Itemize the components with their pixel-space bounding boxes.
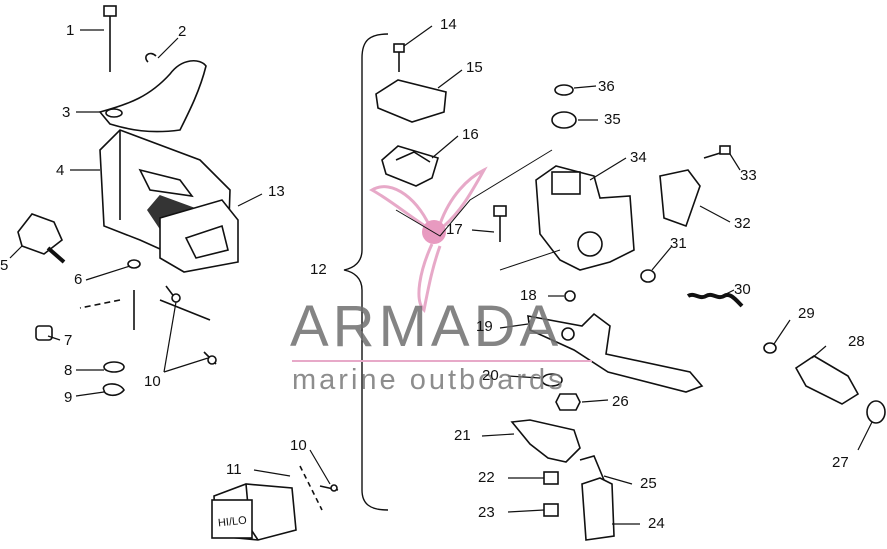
callout-4: 4 xyxy=(56,162,65,179)
callout-9: 9 xyxy=(64,389,73,406)
tag-24 xyxy=(581,477,615,541)
callout-7: 7 xyxy=(64,332,73,349)
callout-10-lower: 10 xyxy=(290,437,307,454)
callout-23: 23 xyxy=(478,504,495,521)
watermark-underline xyxy=(292,360,592,362)
washer-36 xyxy=(554,84,574,96)
callout-13: 13 xyxy=(268,183,285,200)
callout-12: 12 xyxy=(310,261,327,278)
bracket-21 xyxy=(510,419,581,463)
watermark-brand: ARMADA xyxy=(290,294,563,359)
callout-15: 15 xyxy=(466,59,483,76)
callout-22: 22 xyxy=(478,469,495,486)
callout-36: 36 xyxy=(598,78,615,95)
bolt-head-1 xyxy=(103,5,117,17)
callout-26: 26 xyxy=(612,393,629,410)
plug-35 xyxy=(551,111,577,129)
bracket-hole-3 xyxy=(105,108,123,118)
callout-25: 25 xyxy=(640,475,657,492)
callout-11: 11 xyxy=(226,461,242,478)
callout-19: 19 xyxy=(476,318,493,335)
callout-20: 20 xyxy=(482,367,499,384)
callout-8: 8 xyxy=(64,362,73,379)
callout-34: 34 xyxy=(630,149,647,166)
throttle-bracket-group xyxy=(17,5,239,397)
washer-6 xyxy=(127,259,141,269)
callout-16: 16 xyxy=(462,126,479,143)
callout-14: 14 xyxy=(440,16,457,33)
piston-28 xyxy=(794,355,860,405)
hi-lo-switch-11 xyxy=(211,465,339,541)
callout-3: 3 xyxy=(62,104,71,121)
cover-15 xyxy=(375,79,447,123)
callout-31: 31 xyxy=(670,235,687,252)
callout-6: 6 xyxy=(74,271,83,288)
watermark-tagline: marine outboards xyxy=(292,364,566,396)
diaphragm-16 xyxy=(381,145,439,187)
callout-17: 17 xyxy=(446,221,463,238)
callout-35: 35 xyxy=(604,111,621,128)
callout-30: 30 xyxy=(734,281,751,298)
brake-master-cylinder-group xyxy=(375,43,886,541)
callout-2: 2 xyxy=(178,23,187,40)
washer-8 xyxy=(103,361,125,373)
callout-33: 33 xyxy=(740,167,757,184)
callout-5: 5 xyxy=(0,257,9,274)
switch-5 xyxy=(17,213,63,255)
callout-21: 21 xyxy=(454,427,471,444)
callout-10: 10 xyxy=(144,373,161,390)
leader-lines xyxy=(9,25,873,525)
callout-32: 32 xyxy=(734,215,751,232)
callout-28: 28 xyxy=(848,333,865,350)
armada-propeller-logo xyxy=(368,166,488,314)
bracket-3 xyxy=(98,59,207,133)
callout-27: 27 xyxy=(832,454,849,471)
callout-1: 1 xyxy=(66,22,75,39)
callout-29: 29 xyxy=(798,305,815,322)
callout-24: 24 xyxy=(648,515,665,532)
clip-9 xyxy=(102,383,125,397)
group-brace-12 xyxy=(343,33,389,511)
cap-7 xyxy=(35,325,53,341)
clamp-32 xyxy=(659,169,701,228)
clip-2 xyxy=(145,52,157,63)
callout-18: 18 xyxy=(520,287,537,304)
spring-30 xyxy=(686,292,744,308)
